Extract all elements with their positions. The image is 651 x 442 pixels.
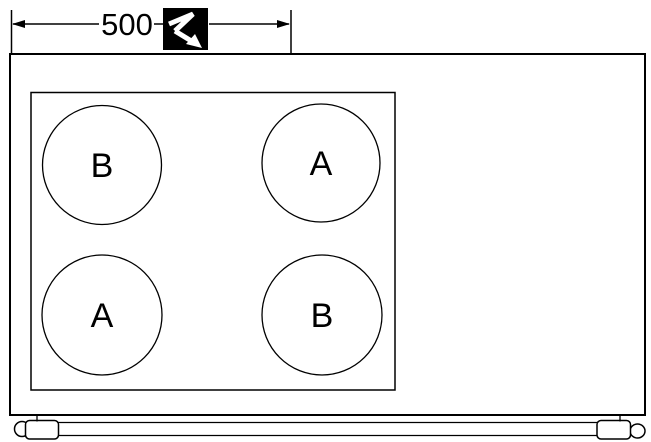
burner-label-top-right: A (310, 145, 333, 183)
flash-icon-background (163, 8, 208, 50)
burner-circle-top-right (261, 103, 381, 223)
dimension-arrow-right (277, 20, 290, 28)
burner-label-bottom-left: A (91, 297, 114, 335)
burner-label-bottom-right: B (311, 297, 334, 335)
burner-circle-top-left (41, 104, 163, 226)
flash-icon-zigzag (168, 11, 195, 33)
burner-label-top-left: B (91, 147, 114, 185)
burner-circle-bottom-right (261, 254, 383, 376)
rail-bracket-left (24, 419, 60, 440)
rail-end-cap-right (629, 423, 646, 439)
dimension-arrow-left (12, 20, 25, 28)
flash-icon-arrowhead (186, 34, 202, 48)
appliance-body-outline (9, 53, 646, 416)
flash-icon (163, 8, 208, 50)
dimension-value: 500 (101, 7, 153, 42)
cooktop-area-outline (30, 91, 396, 391)
burner-circle-bottom-left (41, 254, 163, 376)
rail-bracket-right (596, 419, 632, 440)
